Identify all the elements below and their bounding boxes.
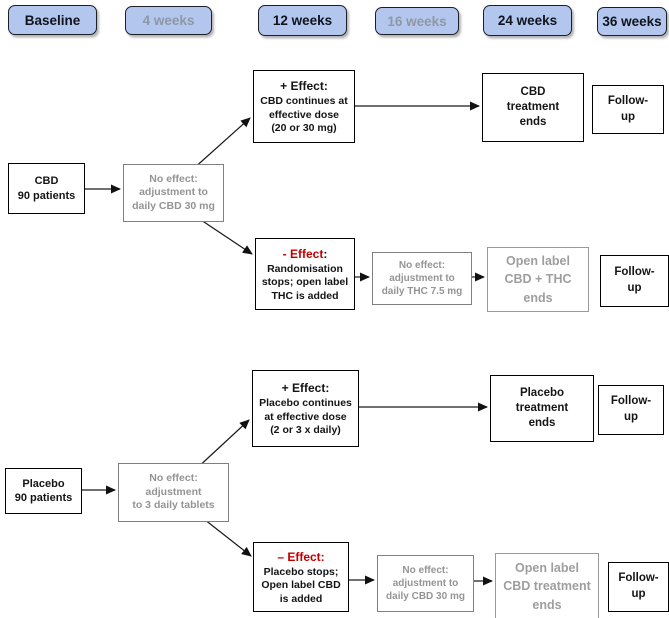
cbd-minus-effect-title: - Effect:: [283, 247, 328, 261]
followup-box-cbd-top: Follow- up: [592, 85, 664, 134]
followup-label-placebo-bottom: Follow- up: [618, 572, 659, 600]
followup-label-placebo-top: Follow- up: [610, 395, 652, 423]
arrow-plc-adjust-to-plus: [194, 419, 250, 471]
placebo-plus-effect-text: Placebo continues at effective dose (2 o…: [259, 397, 352, 437]
placebo-no-effect-adjust-box: No effect: adjustment to 3 daily tablets: [118, 463, 229, 522]
cbd-minus-effect-text: Randomisation stops; open label THC is a…: [261, 262, 349, 302]
thc-no-effect-adjust-label: No effect: adjustment to daily THC 7.5 m…: [381, 260, 463, 297]
openlabel-cbd-thc-ends-label: Open label CBD + THC ends: [504, 254, 572, 305]
openlabel-cbd-treatment-ends-box: Open label CBD treatment ends: [495, 553, 599, 618]
placebo-minus-effect-text: Placebo stops; Open label CBD is added: [261, 565, 341, 605]
cbd-minus-effect-box: - Effect: Randomisation stops; open labe…: [255, 238, 355, 310]
cbd-minus-effect-title-red: - Effect: [282, 246, 324, 261]
timeline-36-weeks: 36 weeks: [597, 7, 667, 36]
timeline-4-weeks-label: 4 weeks: [142, 13, 195, 28]
placebo-minus-effect-title-red: – Effect:: [277, 549, 325, 564]
timeline-baseline-label: Baseline: [24, 12, 81, 28]
timeline-36-weeks-label: 36 weeks: [602, 14, 662, 29]
openlabel-cbd-thc-ends-box: Open label CBD + THC ends: [487, 247, 589, 312]
placebo-treatment-ends-box: Placebo treatment ends: [490, 375, 594, 442]
cbd-no-effect-adjust-label: No effect: adjustment to daily CBD 30 mg: [132, 172, 215, 212]
placebo-plus-effect-title: + Effect:: [281, 381, 330, 396]
cbd-no-effect-adjust-box: No effect: adjustment to daily CBD 30 mg: [123, 164, 224, 222]
cbd-plus-effect-title: + Effect:: [280, 79, 328, 94]
arrow-cbd-adjust-to-plus: [191, 117, 251, 171]
placebo-minus-effect-box: – Effect: Placebo stops; Open label CBD …: [253, 542, 349, 612]
timeline-16-weeks-label: 16 weeks: [387, 13, 447, 29]
followup-label-cbd-bottom: Follow- up: [614, 266, 655, 294]
followup-label-cbd-top: Follow- up: [607, 94, 649, 123]
followup-box-cbd-bottom: Follow- up: [600, 255, 669, 307]
timeline-4-weeks: 4 weeks: [125, 6, 212, 35]
thc-no-effect-adjust-box: No effect: adjustment to daily THC 7.5 m…: [372, 252, 472, 305]
placebo-cbd-no-effect-adjust-box: No effect: adjustment to daily CBD 30 mg: [377, 555, 474, 612]
followup-box-placebo-top: Follow- up: [598, 385, 664, 435]
timeline-24-weeks: 24 weeks: [483, 5, 572, 36]
placebo-start-box: Placebo 90 patients: [5, 468, 82, 514]
cbd-treatment-ends-box: CBD treatment ends: [482, 73, 584, 142]
timeline-16-weeks: 16 weeks: [375, 7, 459, 35]
cbd-minus-effect-title-colon: :: [323, 246, 328, 261]
timeline-24-weeks-label: 24 weeks: [497, 13, 558, 28]
cbd-plus-effect-text: CBD continues at effective dose (20 or 3…: [260, 95, 348, 135]
cbd-start-label: CBD 90 patients: [17, 175, 76, 202]
placebo-cbd-no-effect-adjust-label: No effect: adjustment to daily CBD 30 mg: [386, 565, 465, 602]
placebo-minus-effect-title: – Effect:: [277, 550, 324, 564]
placebo-start-label: Placebo 90 patients: [14, 477, 73, 504]
placebo-no-effect-adjust-label: No effect: adjustment to 3 daily tablets: [132, 472, 215, 512]
timeline-baseline: Baseline: [8, 5, 97, 35]
cbd-plus-effect-box: + Effect: CBD continues at effective dos…: [253, 70, 355, 143]
cbd-start-box: CBD 90 patients: [8, 163, 85, 214]
timeline-12-weeks-label: 12 weeks: [272, 13, 333, 28]
timeline-12-weeks: 12 weeks: [258, 5, 347, 36]
followup-box-placebo-bottom: Follow- up: [608, 562, 669, 612]
placebo-treatment-ends-label: Placebo treatment ends: [515, 387, 569, 429]
openlabel-cbd-treatment-ends-label: Open label CBD treatment ends: [503, 561, 591, 612]
placebo-plus-effect-box: + Effect: Placebo continues at effective…: [252, 370, 359, 447]
cbd-treatment-ends-label: CBD treatment ends: [506, 86, 560, 128]
